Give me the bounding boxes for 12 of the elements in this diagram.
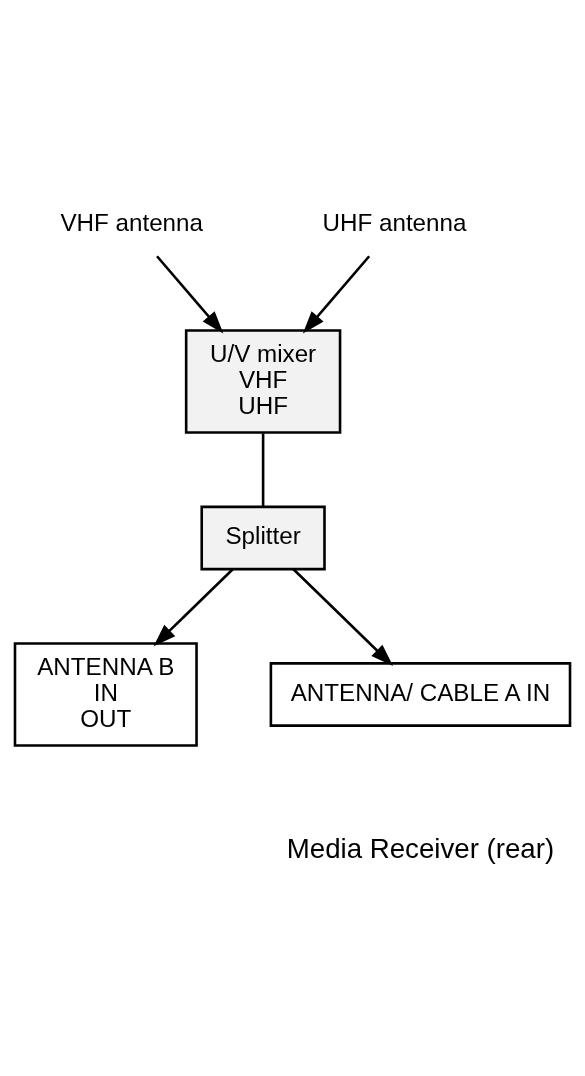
connector — [261, 433, 265, 507]
node-box: ANTENNA B IN OUT — [13, 642, 198, 747]
node-box: ANTENNA/ CABLE A IN — [269, 662, 572, 727]
arrow — [292, 568, 394, 667]
label: Media Receiver (rear) — [286, 832, 555, 864]
arrow — [302, 255, 371, 334]
arrow — [153, 568, 234, 647]
node-box: Splitter — [200, 505, 326, 571]
node-text: VHF antenna — [60, 209, 203, 237]
arrow — [156, 255, 224, 334]
node-text: UHF antenna — [322, 209, 467, 237]
node-box: U/V mixer VHF UHF — [184, 329, 342, 434]
